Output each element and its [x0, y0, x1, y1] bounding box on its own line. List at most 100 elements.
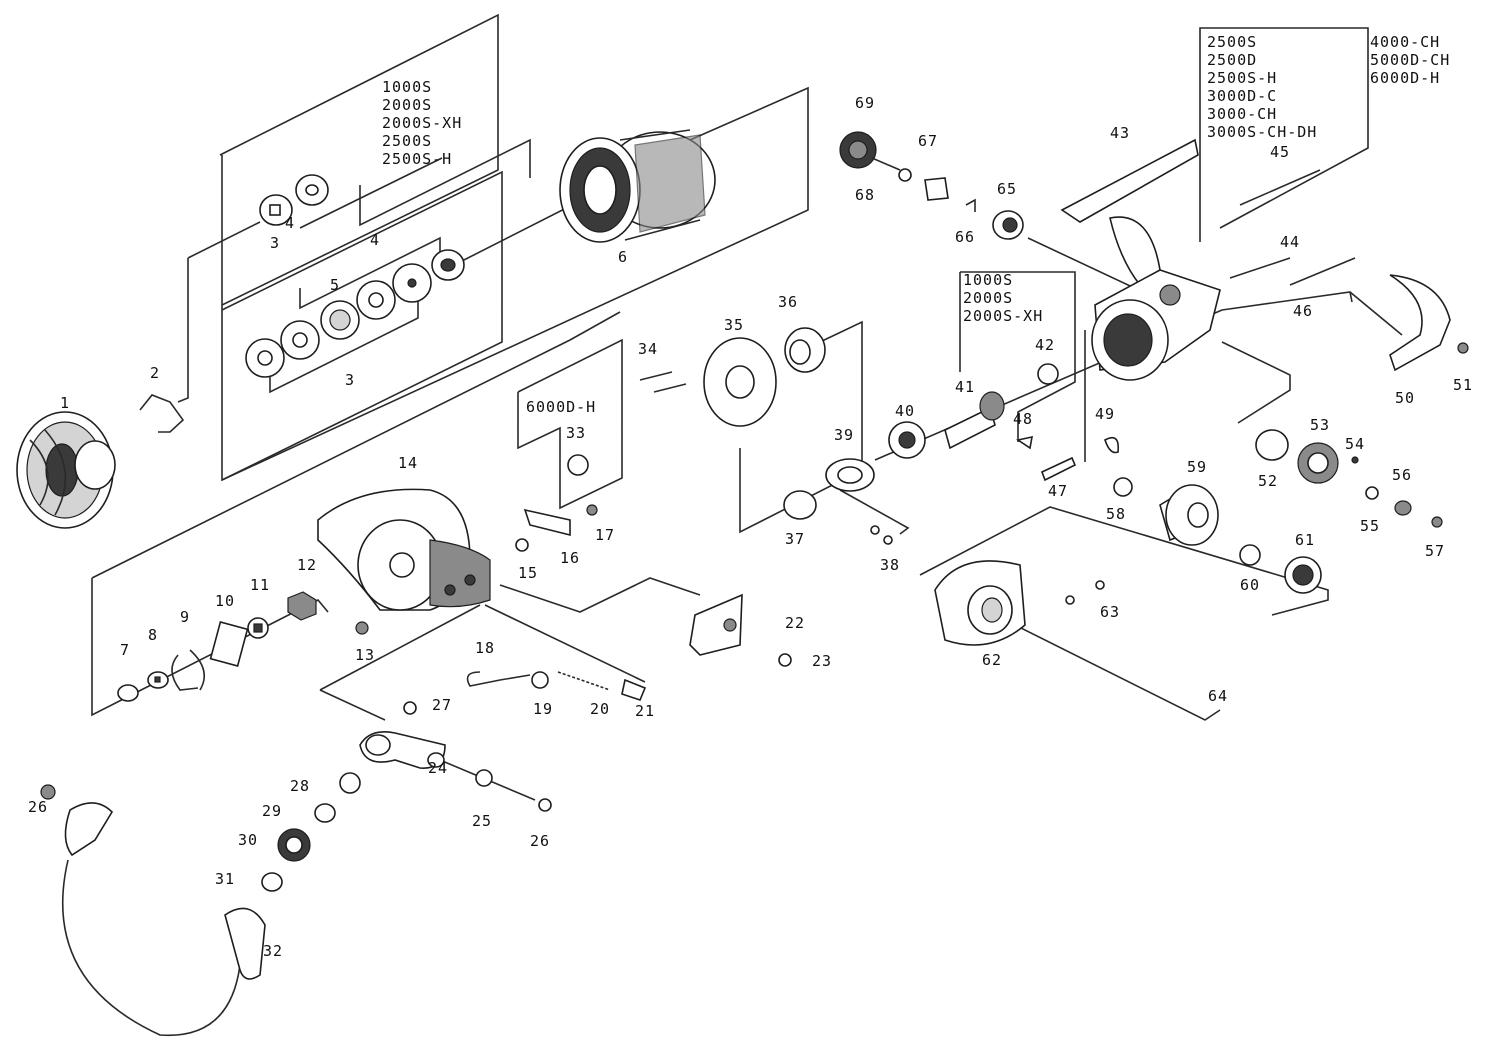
part-label-8: 8 [148, 626, 158, 644]
part-label-55: 55 [1360, 517, 1380, 535]
part-label-19: 19 [533, 700, 553, 718]
body-model-right-1: 4000-CH [1370, 33, 1440, 51]
part-label-60: 60 [1240, 576, 1260, 594]
spool-model-5: 2500S-H [382, 150, 452, 168]
part-label-18: 18 [475, 639, 495, 657]
body-model-left-5: 3000-CH [1207, 105, 1277, 123]
main-body [1060, 138, 1221, 381]
part-label-6: 6 [618, 248, 628, 266]
part-label-2: 2 [150, 364, 160, 382]
part-label-1: 1 [60, 394, 70, 412]
part-label-31: 31 [215, 870, 235, 888]
part-label-64: 64 [1208, 687, 1228, 705]
part-label-54: 54 [1345, 435, 1365, 453]
body-models-note: 2500S 2500D 2500S-H 3000D-C 3000-CH 3000… [1207, 33, 1450, 141]
part-label-66: 66 [955, 228, 975, 246]
part-label-40: 40 [895, 402, 915, 420]
part-label-39: 39 [834, 426, 854, 444]
part-label-26: 26 [530, 832, 550, 850]
part-label-3: 3 [270, 234, 280, 252]
part-label-58: 58 [1106, 505, 1126, 523]
part-label-35: 35 [724, 316, 744, 334]
part-label-41: 41 [955, 378, 975, 396]
part-label-21: 21 [635, 702, 655, 720]
part-label-17: 17 [595, 526, 615, 544]
body-model-left-3: 2500S-H [1207, 69, 1277, 87]
part-label-14: 14 [398, 454, 418, 472]
part-label-33: 33 [566, 424, 586, 442]
part-label-53: 53 [1310, 416, 1330, 434]
rotor-models-note: 1000S 2000S 2000S-XH [963, 271, 1043, 325]
part-label-38: 38 [880, 556, 900, 574]
spool-model-3: 2000S-XH [382, 114, 462, 132]
part-label-42: 42 [1035, 336, 1055, 354]
part-label-52: 52 [1258, 472, 1278, 490]
part-label-69: 69 [855, 94, 875, 112]
part-label-62: 62 [982, 651, 1002, 669]
spool-cap [16, 411, 116, 529]
model-notes: 1000S 2000S 2000S-XH 2500S 2500S-H 1000S… [382, 33, 1450, 416]
spool-models-note: 1000S 2000S 2000S-XH 2500S 2500S-H [382, 78, 462, 168]
part-label-56: 56 [1392, 466, 1412, 484]
washer-model-1: 6000D-H [526, 398, 596, 416]
part-label-63: 63 [1100, 603, 1120, 621]
part-label-36: 36 [778, 293, 798, 311]
rotor-model-3: 2000S-XH [963, 307, 1043, 325]
part-label-10: 10 [215, 592, 235, 610]
part-label-34: 34 [638, 340, 658, 358]
part-label-67: 67 [918, 132, 938, 150]
body-model-left-2: 2500D [1207, 51, 1257, 69]
part-label-28: 28 [290, 777, 310, 795]
rotor-model-2: 2000S [963, 289, 1013, 307]
part-label-9: 9 [180, 608, 190, 626]
washer-models-note: 6000D-H [526, 398, 596, 416]
part-label-43: 43 [1110, 124, 1130, 142]
part-label-22: 22 [785, 614, 805, 632]
part-label-5: 5 [330, 276, 340, 294]
parts [16, 129, 1469, 1037]
spool-model-4: 2500S [382, 132, 432, 150]
part-label-61: 61 [1295, 531, 1315, 549]
part-label-59: 59 [1187, 458, 1207, 476]
part-label-44: 44 [1280, 233, 1300, 251]
part-label-32: 32 [263, 942, 283, 960]
part-label-68: 68 [855, 186, 875, 204]
spool [559, 129, 716, 243]
part-label-20: 20 [590, 700, 610, 718]
rotor-model-1: 1000S [963, 271, 1013, 289]
part-label-25: 25 [472, 812, 492, 830]
body-model-right-3: 6000D-H [1370, 69, 1440, 87]
assembly-lines [91, 13, 1403, 801]
part-label-45: 45 [1270, 143, 1290, 161]
part-label-30: 30 [238, 831, 258, 849]
part-label-47: 47 [1048, 482, 1068, 500]
part-label-50: 50 [1395, 389, 1415, 407]
part-label-46: 46 [1293, 302, 1313, 320]
part-label-49: 49 [1095, 405, 1115, 423]
part-label-26: 26 [28, 798, 48, 816]
part-label-51: 51 [1453, 376, 1473, 394]
part-label-48: 48 [1013, 410, 1033, 428]
part-label-57: 57 [1425, 542, 1445, 560]
part-label-24: 24 [428, 759, 448, 777]
part-label-37: 37 [785, 530, 805, 548]
spool-model-2: 2000S [382, 96, 432, 114]
part-label-15: 15 [518, 564, 538, 582]
part-label-4: 4 [285, 214, 295, 232]
rotor [934, 560, 1026, 646]
part-label-12: 12 [297, 556, 317, 574]
spool-model-1: 1000S [382, 78, 432, 96]
part-label-65: 65 [997, 180, 1017, 198]
body-model-left-6: 3000S-CH-DH [1207, 123, 1317, 141]
part-label-23: 23 [812, 652, 832, 670]
reel-body [317, 488, 491, 611]
part-label-7: 7 [120, 641, 130, 659]
body-model-left-1: 2500S [1207, 33, 1257, 51]
part-label-3: 3 [345, 371, 355, 389]
body-model-left-4: 3000D-C [1207, 87, 1277, 105]
part-label-11: 11 [250, 576, 270, 594]
part-label-27: 27 [432, 696, 452, 714]
body-model-right-2: 5000D-CH [1370, 51, 1450, 69]
